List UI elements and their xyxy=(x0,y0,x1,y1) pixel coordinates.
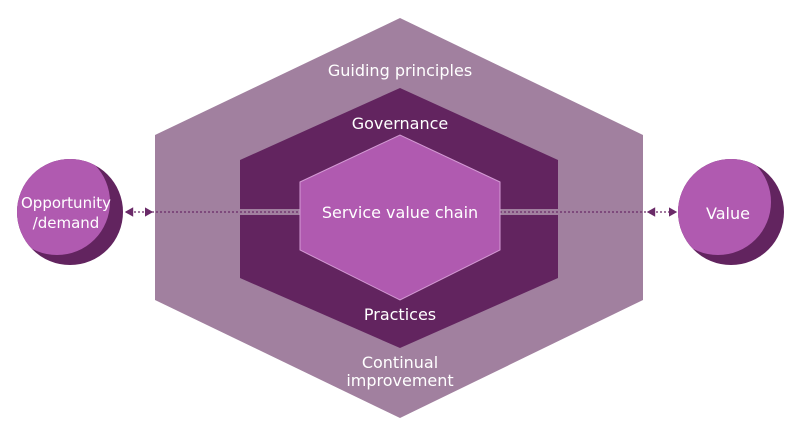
continual-improvement-label-line2: improvement xyxy=(346,371,453,390)
practices-label: Practices xyxy=(364,305,436,324)
service-value-chain-label: Service value chain xyxy=(322,203,478,222)
guiding-principles-label: Guiding principles xyxy=(328,61,472,80)
opportunity-label-line1: Opportunity xyxy=(21,194,111,212)
value-label: Value xyxy=(706,204,750,223)
opportunity-label-line2: /demand xyxy=(33,214,100,232)
governance-label: Governance xyxy=(352,114,449,133)
continual-improvement-label-line1: Continual xyxy=(362,353,438,372)
service-value-chain-hexagon xyxy=(299,134,501,301)
